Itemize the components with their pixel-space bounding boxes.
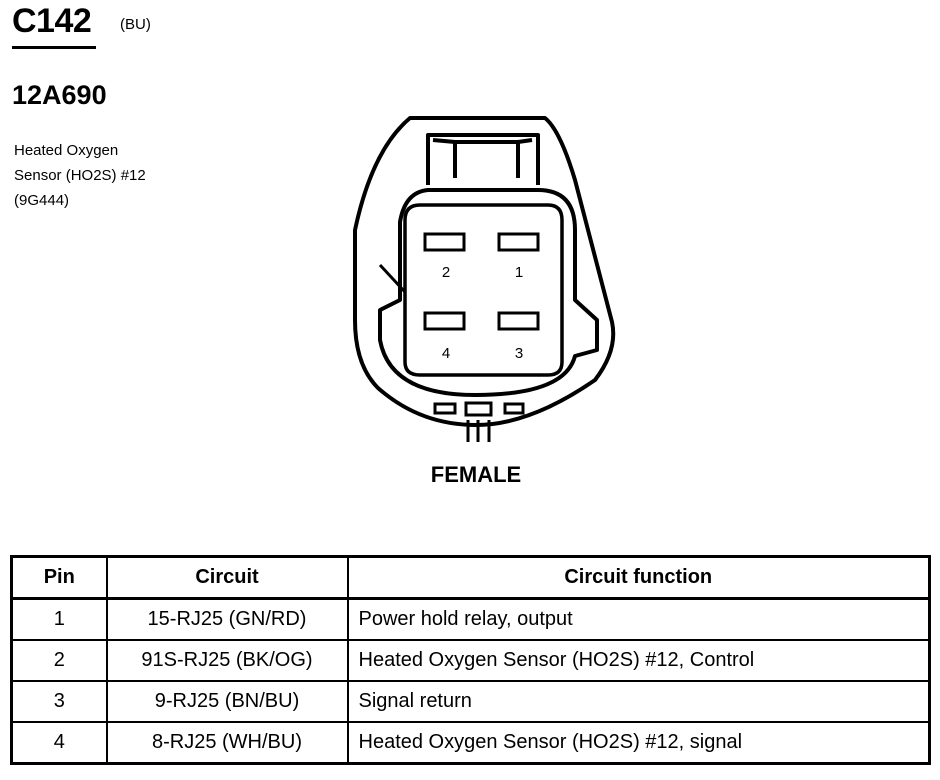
connector-face-diagram: 2 1 4 3 [353,116,616,442]
description-line: Heated Oxygen [14,142,119,159]
pin-4-label: 4 [442,345,450,362]
pin-3-terminal [497,311,540,331]
cell-function: Heated Oxygen Sensor (HO2S) #12, Control [346,639,931,682]
cell-pin: 2 [10,639,108,682]
component-description: Heated Oxygen Sensor (HO2S) #12 (9G444) [14,138,146,213]
connector-color: (BU) [120,16,151,33]
cell-circuit: 9-RJ25 (BN/BU) [105,680,349,723]
pin-1-terminal [497,232,540,252]
cell-pin: 3 [10,680,108,723]
cell-pin: 4 [10,721,108,765]
table-row: 3 9-RJ25 (BN/BU) Signal return [10,680,931,723]
pin-4-terminal [423,311,466,331]
view-label: FEMALE [430,462,522,487]
cell-function: Signal return [346,680,931,723]
connector-id-underline [12,46,96,49]
cell-function: Heated Oxygen Sensor (HO2S) #12, signal [346,721,931,765]
pin-2-terminal [423,232,466,252]
description-line: (9G444) [14,192,70,209]
connector-id: C142 [12,2,92,40]
table-row: 2 91S-RJ25 (BK/OG) Heated Oxygen Sensor … [10,639,931,682]
cell-circuit: 8-RJ25 (WH/BU) [105,721,349,765]
table-header-row: Pin Circuit Circuit function [10,555,931,600]
table-row: 1 15-RJ25 (GN/RD) Power hold relay, outp… [10,597,931,641]
connector-housing [353,116,616,427]
header-circuit: Circuit [105,555,349,600]
header-pin: Pin [10,555,108,600]
pin-3-label: 3 [515,345,523,362]
header-circuit-function: Circuit function [346,555,931,600]
pin-terminals [423,232,540,331]
cell-circuit: 15-RJ25 (GN/RD) [105,597,349,641]
pin-2-label: 2 [442,264,450,281]
wire-lead-out [433,401,525,442]
cell-pin: 1 [10,597,108,641]
pin-1-label: 1 [515,264,523,281]
cell-function: Power hold relay, output [346,597,931,641]
table-row: 4 8-RJ25 (WH/BU) Heated Oxygen Sensor (H… [10,721,931,765]
cell-circuit: 91S-RJ25 (BK/OG) [105,639,349,682]
part-number: 12A690 [12,80,107,110]
pin-table: Pin Circuit Circuit function 1 15-RJ25 (… [10,555,931,765]
description-line: Sensor (HO2S) #12 [14,167,146,184]
